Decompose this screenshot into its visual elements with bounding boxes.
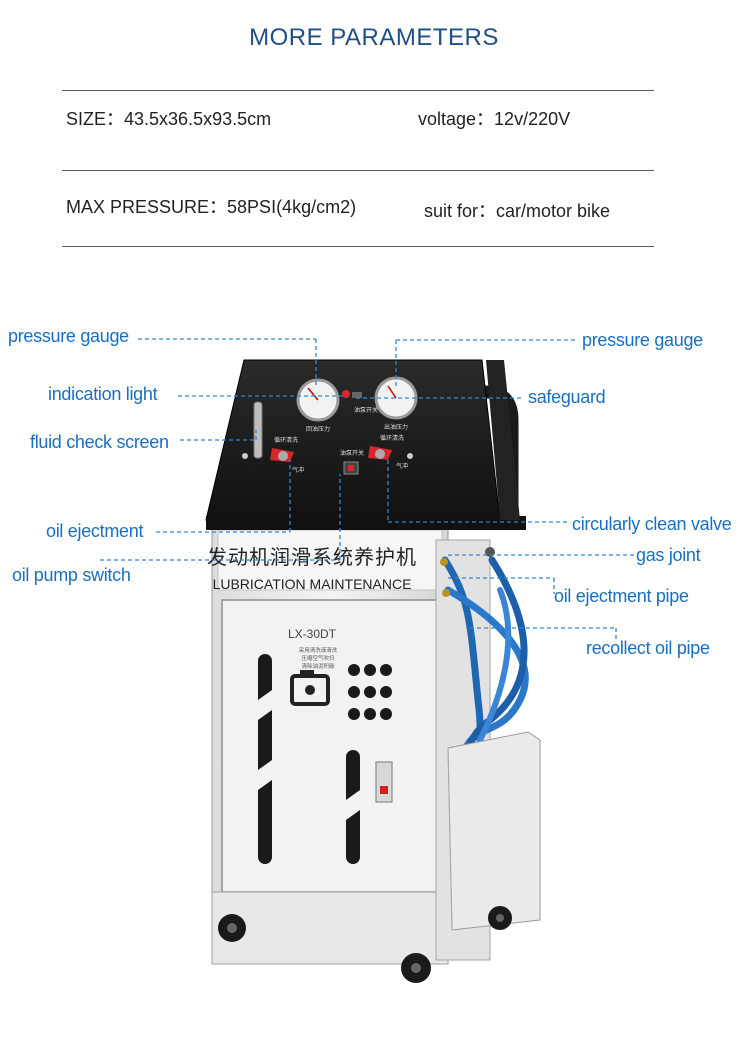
label-oil-ejectment: oil ejectment — [46, 521, 144, 541]
door-slot-left — [258, 654, 272, 864]
panel-text: 循环清洗 — [380, 434, 404, 442]
label-pressure-gauge-right: pressure gauge — [582, 330, 703, 350]
oil-pump-switch — [348, 465, 354, 471]
fluid-check-screen — [253, 401, 263, 459]
door-text: 压缩空气吹扫 — [301, 654, 334, 662]
hose-bin — [447, 731, 541, 931]
divider — [62, 246, 654, 247]
panel-text: 出油压力 — [384, 423, 408, 431]
param-voltage: voltage：12v/220V — [418, 109, 571, 129]
indication-light — [342, 390, 350, 398]
page-title: MORE PARAMETERS — [249, 24, 499, 51]
panel-text: 气冲 — [292, 466, 304, 474]
door-lock — [375, 761, 393, 803]
panel-text: 油泵开关 — [354, 406, 378, 414]
label-safeguard: safeguard — [528, 387, 606, 407]
param-max-pressure: MAX PRESSURE：58PSI(4kg/cm2) — [66, 197, 357, 217]
panel-text: 油泵开关 — [340, 449, 364, 457]
label-oil-pump-switch: oil pump switch — [12, 565, 131, 585]
door-text: 清除油泥积碳 — [301, 662, 335, 670]
cabinet-door — [221, 599, 441, 893]
param-size: SIZE：43.5x36.5x93.5cm — [66, 109, 272, 129]
divider — [62, 90, 654, 91]
vent-dots — [348, 664, 392, 720]
panel-text: 气冲 — [396, 462, 408, 470]
door-text: 采用清洗液清洗 — [299, 646, 338, 654]
leader-lines — [100, 338, 634, 640]
wheels — [218, 906, 512, 983]
machine-model: LX-30DT — [288, 627, 337, 641]
panel-text: 循环清洗 — [274, 436, 298, 444]
machine-english-title: LUBRICATION MAINTENANCE — [213, 576, 412, 592]
divider — [62, 170, 654, 171]
label-fluid-check-screen: fluid check screen — [30, 432, 169, 452]
label-pressure-gauge-left: pressure gauge — [8, 326, 129, 346]
label-oil-ejectment-pipe: oil ejectment pipe — [554, 586, 689, 606]
label-gas-joint: gas joint — [636, 545, 701, 565]
machine-chinese-title: 发动机润滑系统养护机 — [207, 545, 417, 569]
param-suit-for: suit for：car/motor bike — [424, 201, 611, 221]
label-circularly-clean-valve: circularly clean valve — [572, 514, 732, 534]
panel-text: 回油压力 — [306, 425, 330, 433]
label-indication-light: indication light — [48, 384, 158, 404]
label-recollect-oil-pipe: recollect oil pipe — [586, 638, 710, 658]
